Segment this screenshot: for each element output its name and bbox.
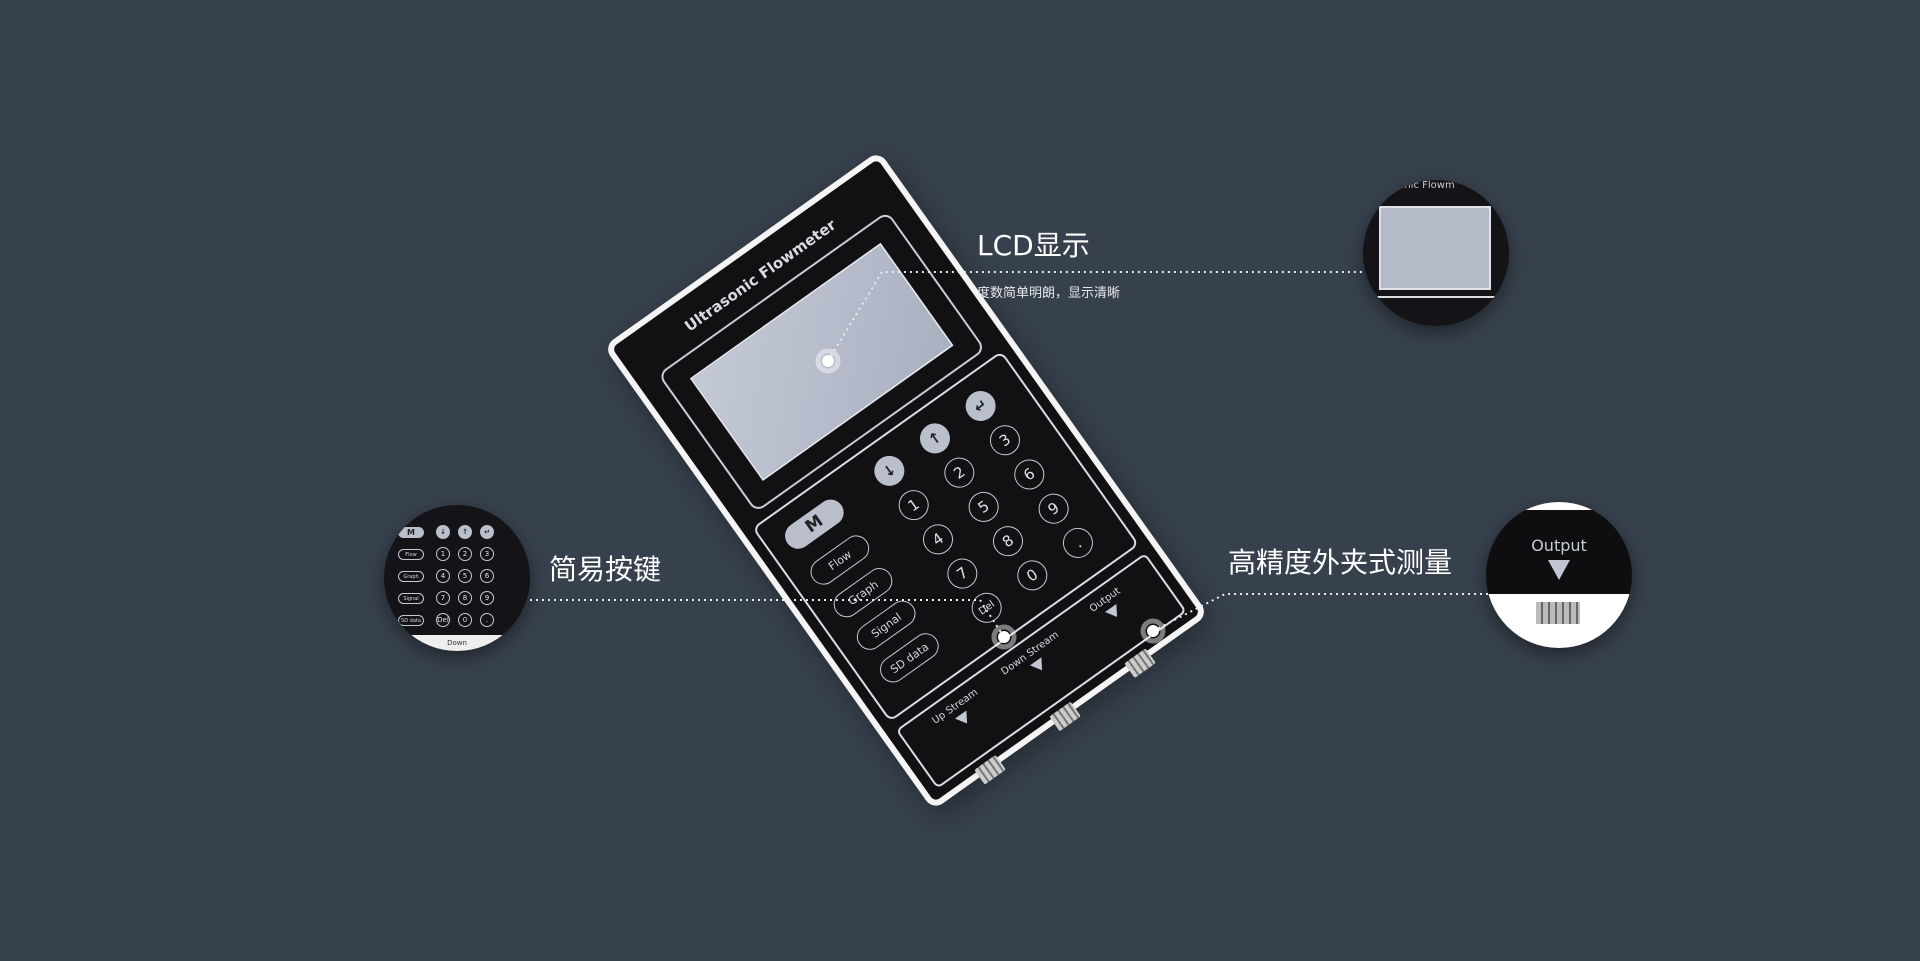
- mini-key: 2: [458, 547, 472, 561]
- key-dot[interactable]: .: [1057, 521, 1099, 564]
- key-1[interactable]: 1: [892, 483, 935, 526]
- lcd-zoom-circle: sonic Flowm: [1363, 180, 1509, 326]
- key-7[interactable]: 7: [941, 552, 984, 594]
- arrow-down-icon: [1548, 560, 1570, 580]
- mini-function-key: Flow: [398, 549, 424, 560]
- key-enter[interactable]: ↵: [959, 384, 1002, 427]
- lcd-callout-subtitle: 度数简单明朗，显示清晰: [977, 286, 1121, 301]
- connector-image: [1536, 602, 1580, 624]
- mini-key: 1: [436, 547, 450, 561]
- mini-key: 9: [480, 591, 494, 605]
- mini-key: Del: [436, 613, 450, 627]
- key-5[interactable]: 5: [962, 485, 1005, 528]
- key-0[interactable]: 0: [1011, 553, 1054, 596]
- key-2[interactable]: 2: [938, 451, 981, 494]
- output-zoom-circle: Output: [1486, 502, 1632, 648]
- mini-function-key: SD data: [398, 615, 424, 626]
- mini-key: 0: [458, 613, 472, 627]
- lcd-callout-title: LCD显示: [977, 229, 1090, 262]
- mini-key: ↓: [436, 525, 450, 539]
- key-up[interactable]: ↑: [914, 417, 956, 459]
- mini-key: .: [480, 613, 494, 627]
- mini-function-key: Graph: [398, 571, 424, 582]
- keys-callout-title: 简易按键: [549, 553, 662, 586]
- mini-key: 4: [436, 569, 450, 583]
- mini-function-key: M: [398, 527, 424, 538]
- mini-key: 3: [480, 547, 494, 561]
- arrow-down-icon: [955, 710, 973, 728]
- device-body: Ultrasonic Flowmeter M Flow Graph Signal…: [603, 150, 1209, 810]
- key-del[interactable]: Del: [965, 586, 1008, 629]
- output-callout-title: 高精度外夹式测量: [1228, 546, 1453, 579]
- mini-key: 7: [436, 591, 450, 605]
- key-4[interactable]: 4: [917, 517, 959, 560]
- mini-key: 8: [458, 591, 472, 605]
- key-9[interactable]: 9: [1032, 487, 1075, 530]
- key-3[interactable]: 3: [984, 418, 1026, 461]
- mini-key: ↑: [458, 525, 472, 539]
- mini-key: 6: [480, 569, 494, 583]
- key-8[interactable]: 8: [987, 519, 1029, 562]
- key-6[interactable]: 6: [1008, 453, 1051, 495]
- lcd-zoom-screen: [1379, 206, 1491, 290]
- arrow-down-icon: [1029, 656, 1048, 674]
- mini-key: ↵: [480, 525, 494, 539]
- key-down[interactable]: ↓: [868, 449, 911, 492]
- mini-function-key: Signal: [398, 593, 424, 604]
- flowmeter-device: Ultrasonic Flowmeter M Flow Graph Signal…: [603, 150, 1209, 810]
- arrow-down-icon: [1104, 603, 1123, 621]
- mini-key: 5: [458, 569, 472, 583]
